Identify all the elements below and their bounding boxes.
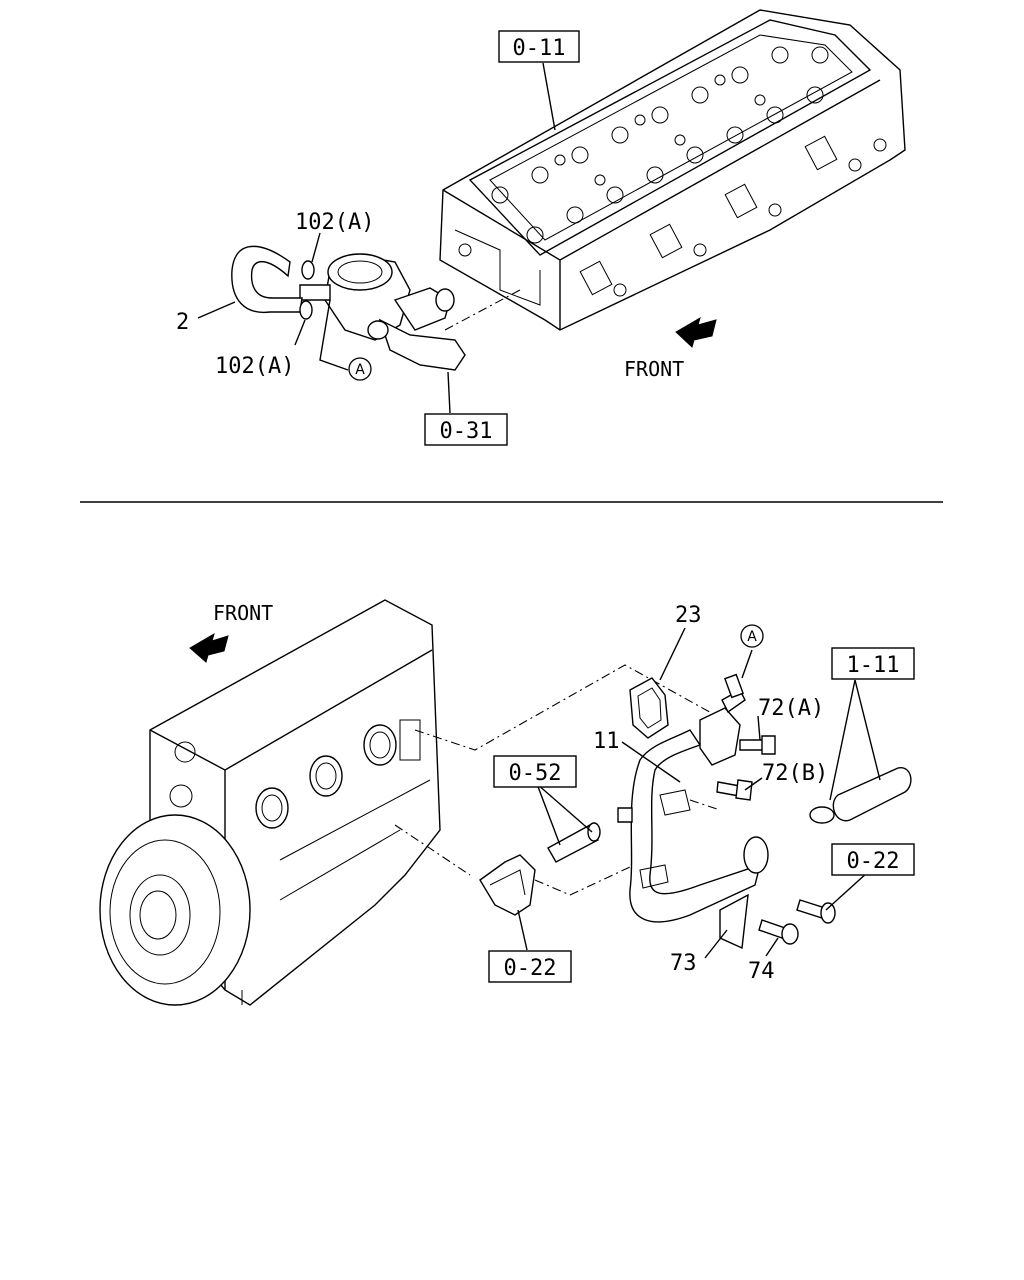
cylinder-head-drawing bbox=[439, 9, 906, 331]
clamp-upper-drawing bbox=[301, 260, 315, 280]
circle-a-top bbox=[348, 357, 372, 381]
ref-label-0-22-right: 0-22 bbox=[847, 849, 900, 874]
front-arrow-icon bbox=[675, 316, 717, 348]
gasket-drawing bbox=[629, 677, 669, 739]
label-102a-upper: 102(A) bbox=[295, 210, 374, 235]
water-pipe-drawing bbox=[629, 729, 761, 923]
ref-box-1-11 bbox=[831, 647, 915, 680]
label-102a-lower: 102(A) bbox=[215, 354, 294, 379]
front-label-top: FRONT bbox=[624, 357, 684, 381]
ref-label-0-31: 0-31 bbox=[440, 419, 493, 444]
circle-a-bottom-label: A bbox=[747, 629, 757, 645]
front-label-bottom: FRONT bbox=[213, 601, 273, 625]
circle-a-bottom bbox=[740, 624, 764, 648]
label-part-23: 23 bbox=[675, 603, 702, 628]
engine-block-drawing bbox=[99, 599, 441, 1006]
ref-box-0-11 bbox=[498, 30, 580, 63]
ref-box-0-22-bottom bbox=[488, 950, 572, 983]
ref-label-0-22-bottom: 0-22 bbox=[504, 956, 557, 981]
front-arrow-icon-bottom bbox=[189, 632, 229, 663]
top-view: 0-11 102(A) 102(A) 2 A 0-31 bbox=[176, 9, 906, 446]
thermostat-housing-drawing bbox=[299, 253, 466, 371]
ref-label-1-11: 1-11 bbox=[847, 653, 900, 678]
bottom-view: FRONT bbox=[99, 599, 915, 1006]
ref-box-0-31 bbox=[424, 413, 508, 446]
ref-label-0-11: 0-11 bbox=[513, 36, 566, 61]
label-part-11: 11 bbox=[593, 729, 620, 754]
ref-label-0-52: 0-52 bbox=[509, 761, 562, 786]
ref-box-0-22-right bbox=[831, 843, 915, 876]
ref-box-0-52 bbox=[493, 755, 577, 788]
hose-drawing bbox=[231, 245, 303, 314]
clamp-lower-drawing bbox=[299, 300, 313, 320]
label-part-2: 2 bbox=[176, 310, 189, 335]
label-part-74: 74 bbox=[748, 959, 775, 984]
circle-a-top-label: A bbox=[355, 362, 365, 378]
label-part-72b: 72(B) bbox=[762, 761, 828, 786]
label-part-73: 73 bbox=[670, 951, 697, 976]
label-part-72a: 72(A) bbox=[758, 696, 824, 721]
